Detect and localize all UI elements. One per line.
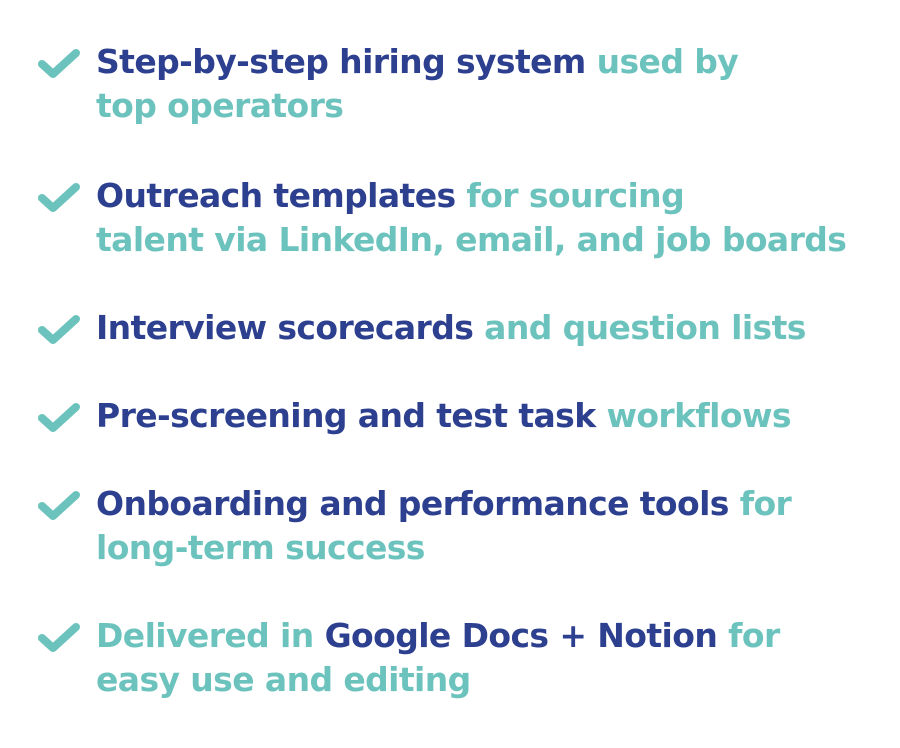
item-highlight: Pre-screening and test task — [96, 396, 596, 435]
item-highlight: Outreach templates — [96, 176, 456, 215]
item-detail-line2: easy use and editing — [96, 660, 471, 699]
check-icon — [38, 183, 80, 212]
item-text: Pre-screening and test task workflows — [96, 394, 876, 438]
item-detail: for — [728, 484, 792, 523]
item-highlight: Step-by-step hiring system — [96, 42, 586, 81]
item-detail: and question lists — [473, 308, 806, 347]
check-icon — [38, 623, 80, 652]
item-detail: for — [717, 616, 780, 655]
item-detail: Delivered in — [96, 616, 325, 655]
check-icon — [38, 49, 80, 78]
item-detail-line2: top operators — [96, 86, 344, 125]
item-detail-line2: long-term success — [96, 528, 425, 567]
item-text: Step-by-step hiring system used by top o… — [96, 40, 876, 128]
check-icon — [38, 491, 80, 520]
item-text: Interview scorecards and question lists — [96, 306, 876, 350]
check-icon — [38, 403, 80, 432]
item-detail: used by — [585, 42, 739, 81]
check-icon — [38, 315, 80, 344]
item-text: Delivered in Google Docs + Notion for ea… — [96, 614, 876, 702]
item-detail: for sourcing — [455, 176, 685, 215]
item-detail-line2: talent via LinkedIn, email, and job boar… — [96, 220, 847, 259]
item-highlight: Google Docs + Notion — [324, 616, 718, 655]
item-text: Onboarding and performance tools for lon… — [96, 482, 876, 570]
item-highlight: Onboarding and performance tools — [96, 484, 729, 523]
item-text: Outreach templates for sourcing talent v… — [96, 174, 876, 262]
item-detail: workflows — [595, 396, 791, 435]
item-highlight: Interview scorecards — [96, 308, 474, 347]
